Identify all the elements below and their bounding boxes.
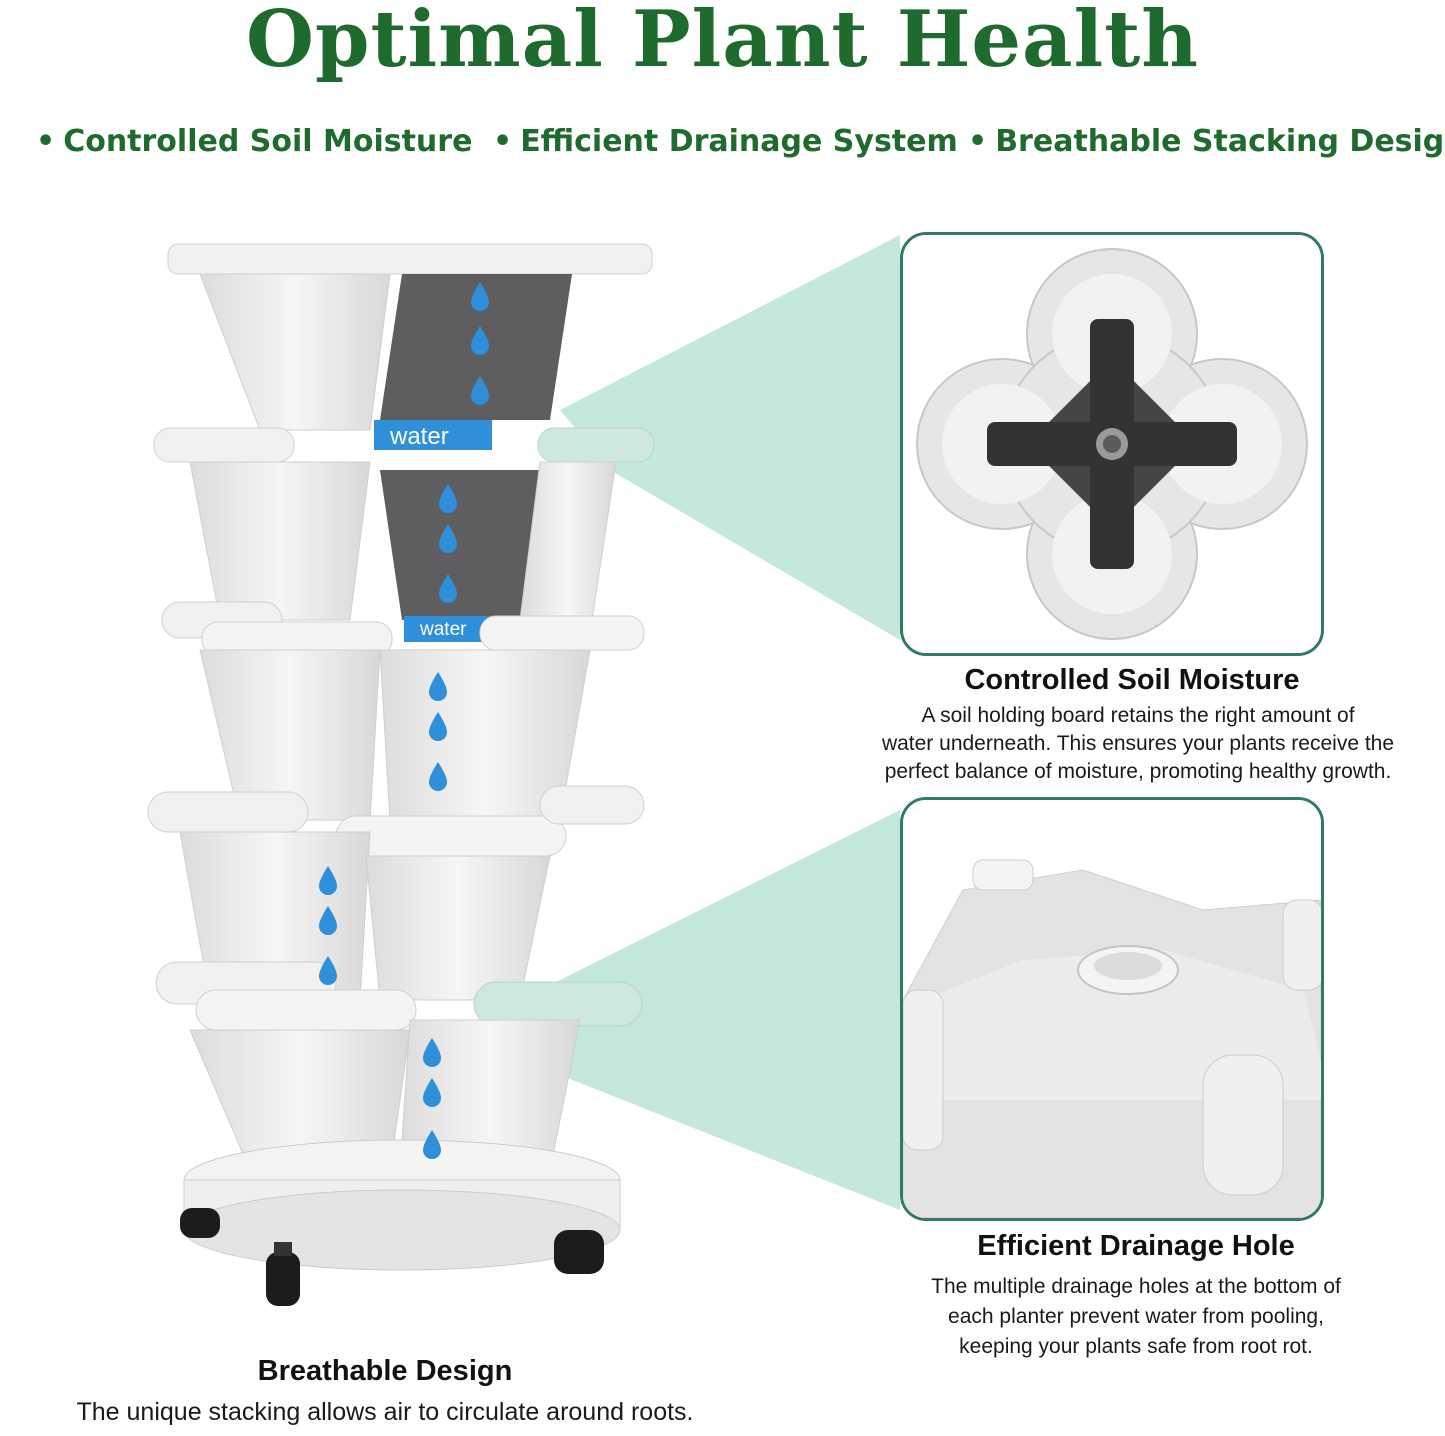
cutaway-section (380, 470, 540, 620)
page-title: Optimal Plant Health (246, 0, 1199, 85)
planter-tier-5 (155, 961, 643, 1171)
bullet-label: Efficient Drainage System (520, 124, 958, 159)
drainage-bottom-illustration (903, 800, 1321, 1218)
bullet-marker: • (493, 124, 513, 159)
water-drop-icon (471, 326, 489, 355)
water-drop-icon (429, 672, 447, 701)
bullet-label: Controlled Soil Moisture (63, 124, 473, 159)
description-line: keeping your plants safe from root rot. (959, 1335, 1313, 1358)
feature-description-soil-moisture: A soil holding board retains the right a… (836, 702, 1440, 786)
bullet-label: Breathable Stacking Design (995, 124, 1445, 159)
water-drop-icon (471, 282, 489, 311)
caster-wheel (266, 1242, 300, 1306)
bullet-breathable: •Breathable Stacking Design (968, 124, 1445, 159)
water-drop-icon (319, 906, 337, 935)
feature-title-soil-moisture: Controlled Soil Moisture (964, 664, 1300, 696)
description-line: The multiple drainage holes at the botto… (931, 1275, 1341, 1298)
bullet-marker: • (36, 124, 56, 159)
soil-board-illustration (916, 248, 1308, 640)
drainage-hole-detail-image (900, 797, 1324, 1221)
description-line: perfect balance of moisture, promoting h… (884, 760, 1392, 783)
water-drops (319, 282, 489, 1159)
bullet-soil-moisture: •Controlled Soil Moisture (36, 124, 472, 159)
water-drop-icon (439, 524, 457, 553)
water-drop-icon (439, 484, 457, 513)
water-drop-icon (423, 1130, 441, 1159)
wheeled-base-tray (180, 1139, 621, 1306)
bullet-marker: • (968, 124, 988, 159)
feature-description-drainage: The multiple drainage holes at the botto… (880, 1272, 1392, 1362)
water-drop-icon (319, 956, 337, 985)
beam-upper (560, 235, 900, 640)
water-drop-icon (423, 1078, 441, 1107)
water-drop-icon (423, 1038, 441, 1067)
planter-tier-1 (167, 243, 653, 431)
caster-wheel (180, 1208, 220, 1238)
caster-wheel (554, 1230, 604, 1274)
description-line: The unique stacking allows air to circul… (76, 1398, 694, 1426)
water-label-top: water (389, 423, 449, 450)
beam-lower (520, 810, 900, 1210)
feature-description-breathable: The unique stacking allows air to circul… (0, 1398, 770, 1426)
water-drop-icon (429, 712, 447, 741)
stacking-planter-illustration: water water (147, 243, 655, 1306)
water-drop-icon (429, 762, 447, 791)
water-drop-icon (319, 866, 337, 895)
description-line: water underneath. This ensures your plan… (881, 732, 1395, 755)
water-label-middle: water (419, 619, 467, 640)
feature-title-drainage: Efficient Drainage Hole (977, 1230, 1295, 1262)
feature-title-breathable: Breathable Design (257, 1355, 513, 1387)
soil-board-detail-image (900, 232, 1324, 656)
water-label-box-top (374, 420, 492, 450)
planter-tier-4 (147, 785, 645, 1001)
planter-foot (903, 899, 1321, 1196)
planter-tier-2 (153, 427, 655, 621)
water-drop-icon (439, 574, 457, 603)
water-drop-icon (471, 376, 489, 405)
bullet-drainage: •Efficient Drainage System (493, 124, 958, 159)
description-line: A soil holding board retains the right a… (921, 704, 1355, 727)
description-line: each planter prevent water from pooling, (948, 1305, 1324, 1328)
